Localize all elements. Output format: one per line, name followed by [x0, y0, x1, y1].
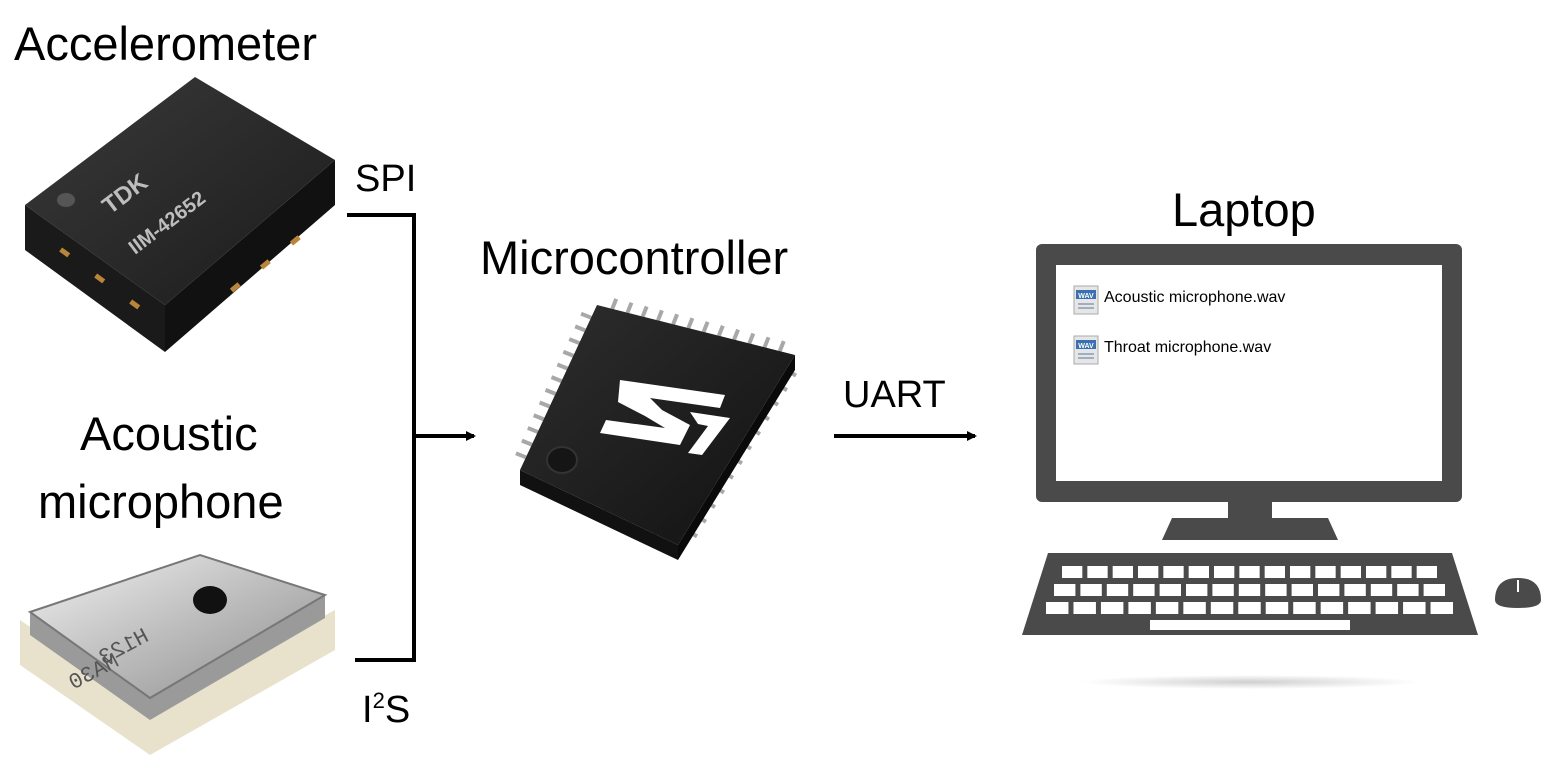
keyboard-key — [1159, 584, 1181, 596]
keyboard-key — [1397, 584, 1419, 596]
mcu-pin — [527, 426, 539, 434]
mcu-pin — [544, 387, 557, 396]
keyboard-key — [1073, 602, 1096, 614]
mcu-pin — [747, 332, 756, 345]
file-name-acoustic: Acoustic microphone.wav — [1104, 289, 1286, 306]
mcu-pin — [562, 349, 575, 358]
laptop-label: Laptop — [1172, 183, 1316, 236]
mcu-pin — [574, 324, 586, 333]
keyboard-key — [1315, 566, 1336, 578]
accelerometer-label: Accelerometer — [14, 17, 317, 70]
keyboard-key — [1265, 584, 1287, 596]
keyboard-key — [1214, 566, 1235, 578]
keyboard-key — [1264, 566, 1285, 578]
keyboard-key — [1046, 602, 1069, 614]
keyboard-key — [1423, 584, 1445, 596]
st-logo — [600, 380, 730, 455]
keyboard-key — [1183, 602, 1206, 614]
mcu-pin — [671, 313, 680, 325]
mcu-pin — [701, 321, 710, 333]
mcu-pin — [762, 336, 771, 349]
keyboard-key — [1238, 584, 1261, 596]
mcu-pin — [732, 328, 740, 341]
keyboard-key — [1188, 566, 1209, 578]
laptop — [1022, 244, 1541, 689]
mcu-pin — [556, 362, 569, 371]
mcu-pin — [656, 309, 664, 322]
i2s-label: I2S — [362, 688, 411, 731]
keyboard-key — [1128, 602, 1151, 614]
mcu-pin — [521, 438, 533, 447]
keyboard-key — [1106, 584, 1129, 596]
mcu-pin — [568, 337, 580, 345]
keyboard-key — [1391, 566, 1412, 578]
mcu-pin — [580, 311, 592, 320]
mcu-pin — [550, 375, 563, 384]
keyboard-key — [1087, 566, 1108, 578]
keyboard-key — [1320, 602, 1344, 614]
mcu-pin — [625, 301, 634, 314]
keyboard-key — [1155, 602, 1179, 614]
svg-text:WAV: WAV — [1078, 293, 1094, 300]
mcu-pin — [515, 451, 527, 460]
mcu-pin — [610, 298, 619, 310]
keyboard-key — [1291, 584, 1313, 596]
microcontroller-label: Microcontroller — [480, 231, 789, 284]
keyboard-key — [1186, 584, 1208, 596]
acoustic-label-line2: microphone — [38, 475, 284, 528]
keyboard-key — [1416, 566, 1437, 578]
microcontroller-chip — [515, 298, 798, 560]
keyboard-key — [1430, 602, 1453, 614]
keyboard-key — [1344, 584, 1366, 596]
keyboard-key — [1403, 602, 1426, 614]
mcu-pin — [640, 305, 649, 318]
keyboard-key — [1239, 566, 1260, 578]
keyboard-key — [1375, 602, 1399, 614]
keyboard-spacebar — [1150, 620, 1350, 630]
acoustic-label-line1: Acoustic — [80, 407, 258, 460]
keyboard-key — [1340, 566, 1361, 578]
keyboard-key — [1100, 602, 1124, 614]
keyboard-key — [1133, 584, 1155, 596]
keyboard-key — [1318, 584, 1340, 596]
keyboard-key — [1293, 602, 1316, 614]
sensor-bus-lines — [347, 213, 476, 662]
keyboard-key — [1163, 566, 1184, 578]
keyboard-key — [1265, 602, 1289, 614]
mcu-pin — [538, 400, 551, 409]
keyboard-key — [1080, 584, 1102, 596]
keyboard-key — [1112, 566, 1133, 578]
keyboard-key — [1054, 584, 1076, 596]
accelerometer-chip: TDK IIM-42652 — [25, 77, 335, 352]
wav-file-icon-1: WAV — [1073, 285, 1099, 315]
keyboard-key — [1238, 602, 1261, 614]
wav-file-icon-2: WAV — [1073, 335, 1099, 365]
uart-label: UART — [843, 374, 946, 416]
keyboard-key — [1370, 584, 1393, 596]
keyboard-key — [1290, 566, 1311, 578]
svg-text:WAV: WAV — [1078, 343, 1094, 350]
keyboard-key — [1348, 602, 1371, 614]
spi-label: SPI — [355, 158, 417, 200]
keyboard-key — [1212, 584, 1234, 596]
keyboard-key — [1366, 566, 1387, 578]
acoustic-microphone-chip: H123 MA30 — [20, 553, 335, 755]
mcu-pin — [716, 325, 725, 337]
mcu-pin — [777, 340, 786, 352]
keyboard-key — [1062, 566, 1083, 578]
mcu-pin — [686, 317, 695, 329]
keyboard-key — [1138, 566, 1159, 578]
mcu-pin — [532, 413, 545, 422]
keyboard-key — [1210, 602, 1234, 614]
file-name-throat: Throat microphone.wav — [1104, 339, 1272, 356]
